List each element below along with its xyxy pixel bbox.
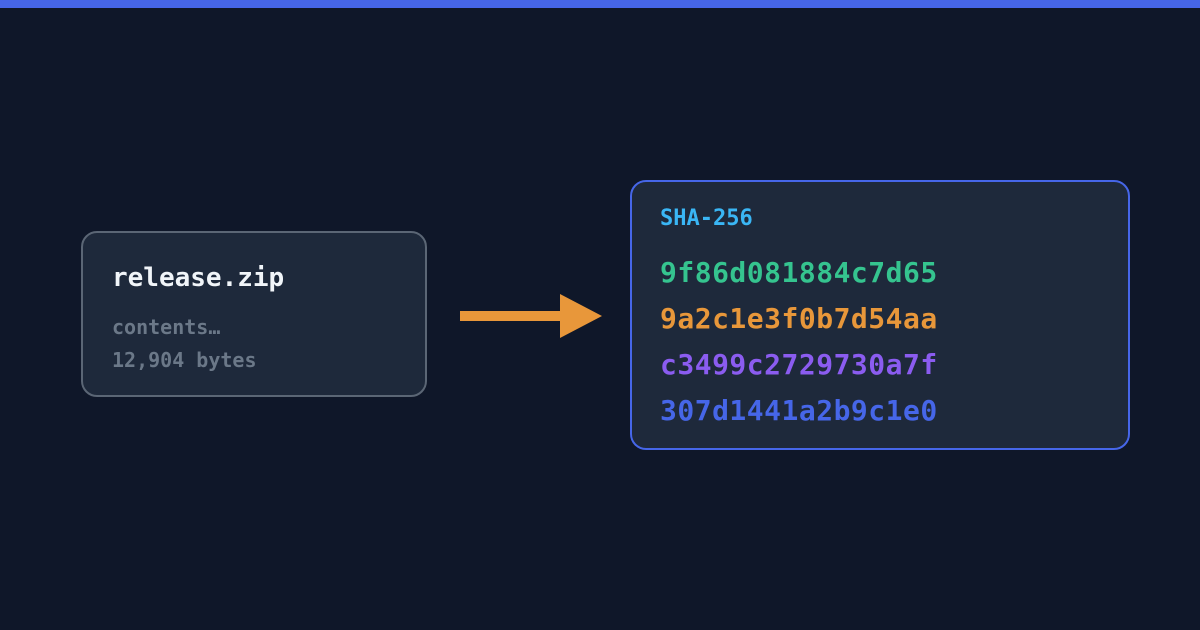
file-size: 12,904 bytes — [112, 348, 257, 372]
file-contents-label: contents… — [112, 315, 221, 339]
hash-line-3: c3499c2729730a7f — [660, 348, 938, 381]
hash-line-2: 9a2c1e3f0b7d54aa — [660, 302, 938, 335]
arrow-shaft — [460, 311, 562, 321]
hash-card: SHA-256 9f86d081884c7d65 9a2c1e3f0b7d54a… — [630, 180, 1130, 450]
top-accent-bar — [0, 0, 1200, 8]
hash-algorithm-label: SHA-256 — [660, 206, 753, 231]
file-card: release.zip contents… 12,904 bytes — [81, 231, 427, 397]
hash-line-4: 307d1441a2b9c1e0 — [660, 394, 938, 427]
hash-line-1: 9f86d081884c7d65 — [660, 256, 938, 289]
arrow-head — [560, 294, 602, 338]
file-name: release.zip — [112, 263, 285, 293]
arrow-right-icon — [460, 294, 602, 338]
